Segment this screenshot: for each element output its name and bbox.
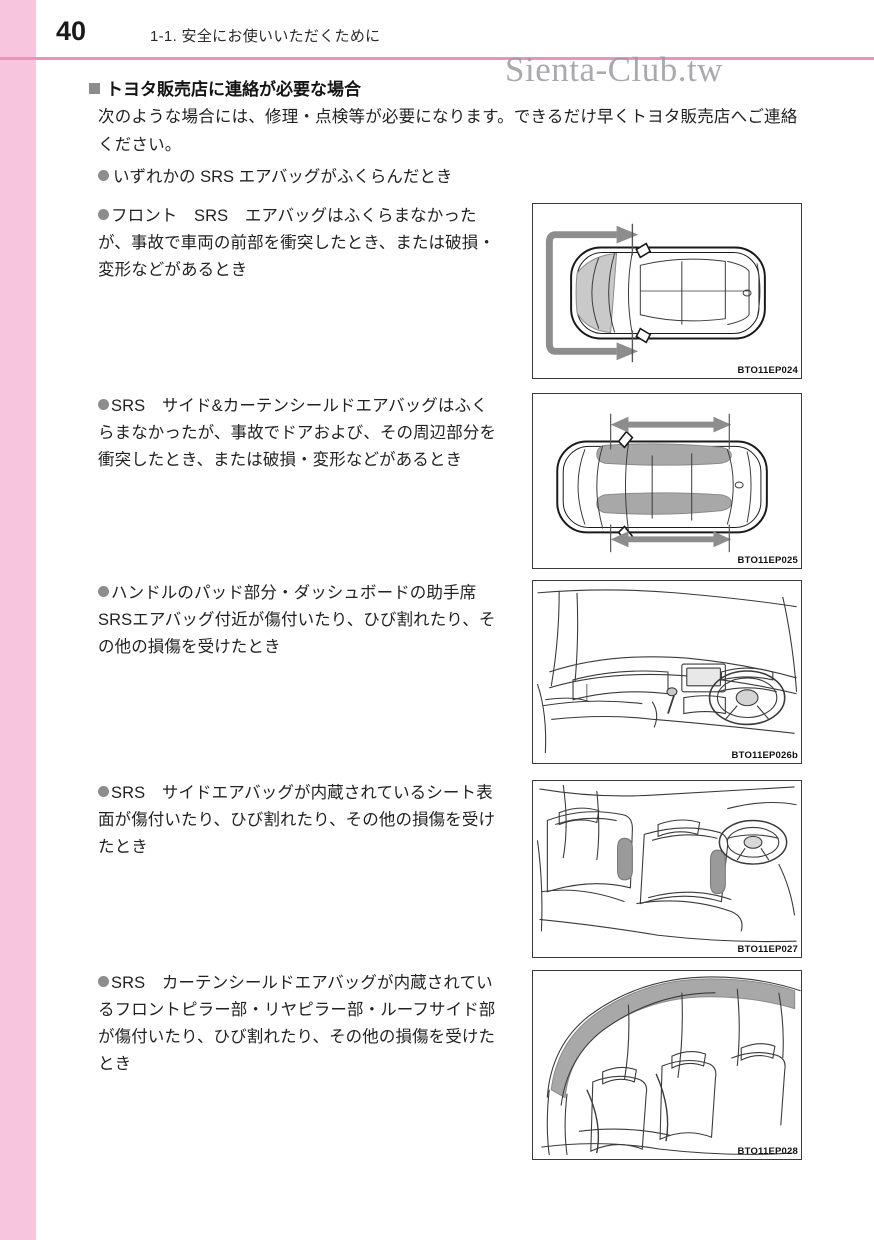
item-label: ハンドルのパッド部分・ダッシュボードの助手席SRSエアバッグ付近が傷付いたり、ひ… <box>98 584 496 656</box>
item-text: フロント SRS エアバッグはふくらまなかったが、事故で車両の前部を衝突したとき… <box>98 203 498 284</box>
watermark: Sienta-Club.tw <box>505 50 723 89</box>
figure-code: BTO11EP027 <box>737 944 798 955</box>
item-label: SRS カーテンシールドエアバッグが内蔵されているフロントピラー部・リヤピラー部… <box>98 974 496 1073</box>
bullet-dot-icon <box>98 170 109 181</box>
bullet-dot-icon <box>98 976 109 987</box>
item-label: SRS サイド&カーテンシールドエアバッグはふくらまなかったが、事故でドアおよび… <box>98 397 497 469</box>
figure-car-top-side-impact: BTO11EP025 <box>532 393 802 569</box>
figure-code: BTO11EP024 <box>737 365 798 376</box>
bullet-dot-icon <box>98 586 109 597</box>
bullet-dot-icon <box>98 399 109 410</box>
header-section-title: 1-1. 安全にお使いいただくために <box>150 28 381 45</box>
page-edge-band <box>0 0 36 1240</box>
header-rule <box>0 57 874 60</box>
page-header: 40 1-1. 安全にお使いいただくために <box>36 0 874 58</box>
bullet-dot-icon <box>98 209 109 220</box>
figure-pillar-interior: BTO11EP028 <box>532 970 802 1160</box>
figure-dashboard-interior: BTO11EP026b <box>532 580 802 764</box>
item-label: フロント SRS エアバッグはふくらまなかったが、事故で車両の前部を衝突したとき… <box>98 207 495 279</box>
item-text: ハンドルのパッド部分・ダッシュボードの助手席SRSエアバッグ付近が傷付いたり、ひ… <box>98 580 498 661</box>
page-number: 40 <box>56 16 87 46</box>
item-text: SRS サイド&カーテンシールドエアバッグはふくらまなかったが、事故でドアおよび… <box>98 393 498 474</box>
figure-car-top-front-impact: BTO11EP024 <box>532 203 802 379</box>
square-marker-icon <box>89 83 100 94</box>
figure-code: BTO11EP028 <box>737 1146 798 1157</box>
figure-code: BTO11EP026b <box>731 750 798 761</box>
figure-code: BTO11EP025 <box>737 555 798 566</box>
item-label: SRS サイドエアバッグが内蔵されているシート表面が傷付いたり、ひび割れたり、そ… <box>98 784 496 856</box>
item-text: SRS サイドエアバッグが内蔵されているシート表面が傷付いたり、ひび割れたり、そ… <box>98 780 498 861</box>
figure-seats-interior: BTO11EP027 <box>532 780 802 958</box>
page-edge-band-inner <box>36 0 38 1240</box>
section-heading-label: トヨタ販売店に連絡が必要な場合 <box>106 80 361 99</box>
bullet-dot-icon <box>98 786 109 797</box>
section-heading: トヨタ販売店に連絡が必要な場合 <box>89 75 361 100</box>
lead-bullet: いずれかの SRS エアバッグがふくらんだとき <box>98 163 798 191</box>
item-text: SRS カーテンシールドエアバッグが内蔵されているフロントピラー部・リヤピラー部… <box>98 970 498 1078</box>
lead-bullet-label: いずれかの SRS エアバッグがふくらんだとき <box>113 168 453 186</box>
section-intro: 次のような場合には、修理・点検等が必要になります。できるだけ早くトヨタ販売店へご… <box>98 108 798 154</box>
